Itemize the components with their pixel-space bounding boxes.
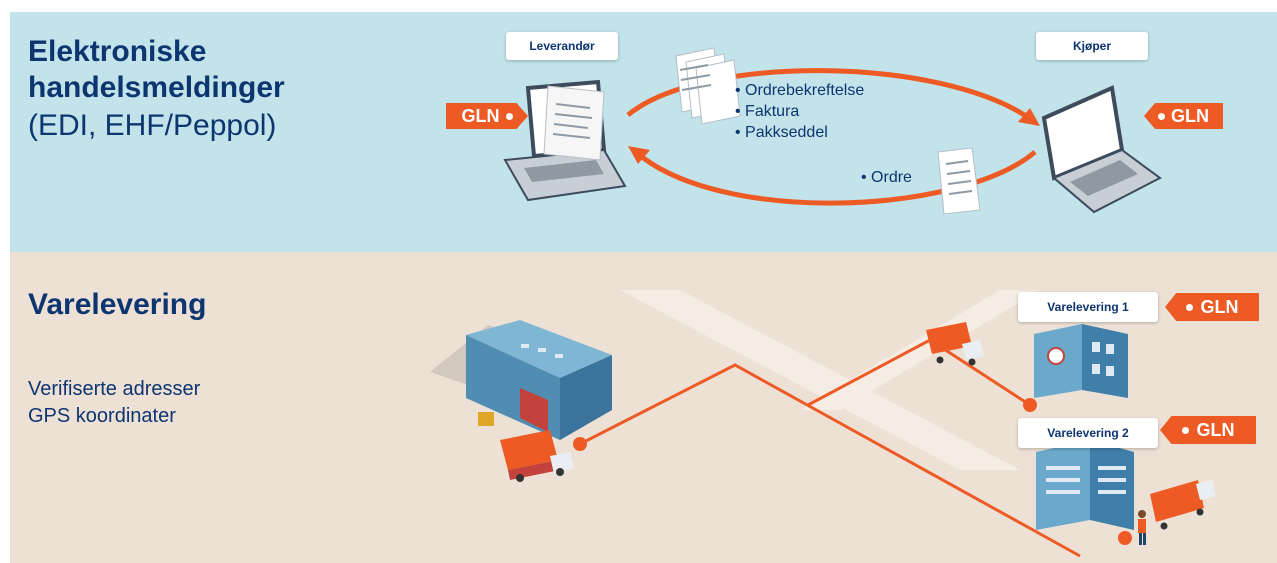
documents-to-buyer: • Ordrebekreftelse • Faktura • Pakksedde… xyxy=(735,80,864,143)
supplier-laptop xyxy=(503,79,627,202)
tag-hole-icon xyxy=(1181,426,1189,434)
gln-tag-supplier: GLN xyxy=(446,103,528,129)
order-document xyxy=(937,147,981,215)
doc-order-confirmation: • Ordrebekreftelse xyxy=(735,82,865,99)
doc-packing-slip: • Pakkseddel xyxy=(735,124,828,141)
delivery-1-building xyxy=(1034,324,1128,398)
gln-tag-delivery-1: GLN xyxy=(1165,293,1259,321)
doc-order: • Ordre xyxy=(861,169,912,186)
gln-tag-buyer-text: GLN xyxy=(1171,105,1209,126)
gps-coordinates-text: GPS koordinater xyxy=(28,405,176,427)
supplier-label: Leverandør xyxy=(506,32,618,60)
verified-addresses-text: Verifiserte adresser xyxy=(28,378,201,400)
delivery-person xyxy=(1138,510,1146,545)
truck-delivery-1 xyxy=(926,322,984,366)
arrowhead-to-supplier xyxy=(628,146,650,164)
delivery-1-label: Varelevering 1 xyxy=(1018,292,1158,322)
gln-tag-delivery-1-text: GLN xyxy=(1200,296,1239,317)
gln-tag-supplier-text: GLN xyxy=(461,105,500,126)
delivery-2-building xyxy=(1036,440,1134,530)
gln-tag-delivery-2: GLN xyxy=(1160,416,1256,444)
tag-hole-icon xyxy=(1158,112,1165,120)
delivery-title: Varelevering xyxy=(28,288,207,321)
buyer-label: Kjøper xyxy=(1036,32,1148,60)
route-to-delivery-2 xyxy=(579,363,1081,558)
arrowhead-to-buyer xyxy=(1018,108,1040,126)
edi-subtitle: (EDI, EHF/Peppol) xyxy=(28,109,277,142)
delivery-2-label: Varelevering 2 xyxy=(1018,418,1158,448)
warehouse xyxy=(430,320,612,440)
edi-title: Elektroniske handelsmeldinger xyxy=(28,35,285,104)
doc-invoice: • Faktura xyxy=(735,103,800,120)
tag-hole-icon xyxy=(1185,303,1193,311)
truck-delivery-2 xyxy=(1150,480,1216,530)
truck-warehouse xyxy=(500,430,574,482)
gln-tag-delivery-2-text: GLN xyxy=(1196,419,1235,440)
flow-arrow-to-buyer xyxy=(626,68,1034,123)
flow-arrow-to-supplier xyxy=(634,150,1037,206)
document-stack xyxy=(675,47,741,125)
gln-tag-buyer: GLN xyxy=(1144,103,1223,129)
tag-hole-icon xyxy=(505,112,513,120)
buyer-laptop xyxy=(1041,85,1162,214)
